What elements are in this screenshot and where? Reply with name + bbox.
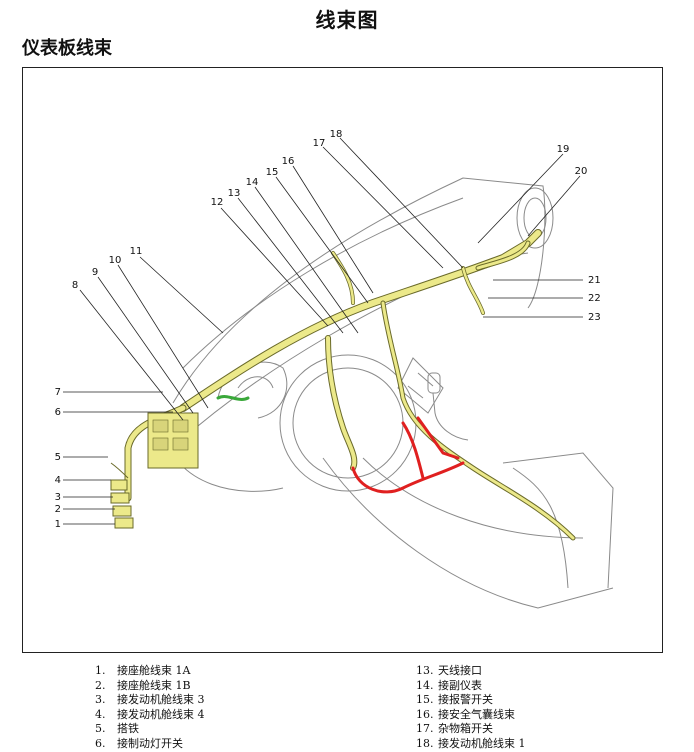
- legend-item: 4.接发动机舱线束 4: [95, 707, 205, 721]
- callout-16: 16: [282, 156, 295, 167]
- legend-item: 1.接座舱线束 1A: [95, 664, 191, 677]
- legend-left: 1.接座舱线束 1A 2.接座舱线束 1B 3.接发动机舱线束 3 4.接发动机…: [95, 664, 205, 752]
- harness-green: [216, 395, 250, 401]
- callout-1: 1: [55, 519, 61, 530]
- legend-item: 5.搭铁: [95, 722, 139, 736]
- legend-item: 6.接制动灯开关: [95, 736, 183, 750]
- callout-6: 6: [55, 407, 61, 418]
- callout-10: 10: [109, 255, 122, 266]
- harness-main: [124, 229, 576, 541]
- left-connectors: [110, 462, 134, 529]
- legend-item: 15.接报警开关: [416, 693, 493, 707]
- harness-diagram: 1 2 3 4 5 6 7 8 9 10 11 12 13 14 15 16 1…: [22, 67, 663, 653]
- leader-lines: [63, 137, 583, 525]
- callout-19: 19: [557, 144, 570, 155]
- dashboard-outline: [162, 177, 614, 609]
- callout-7: 7: [55, 387, 61, 398]
- callout-9: 9: [92, 267, 98, 278]
- legend-item: 18.接发动机舱线束 1: [416, 736, 526, 750]
- callout-14: 14: [246, 177, 259, 188]
- fuse-box: [147, 412, 199, 469]
- section-title: 仪表板线束: [22, 38, 112, 59]
- page-title: 线束图: [315, 8, 379, 32]
- callout-12: 12: [211, 197, 224, 208]
- callout-11: 11: [130, 246, 143, 257]
- legend-item: 13.天线接口: [416, 664, 482, 677]
- legend-right: 13.天线接口 14.接副仪表 15.接报警开关 16.接安全气囊线束 17.杂…: [416, 664, 526, 752]
- callout-3: 3: [55, 492, 61, 503]
- callout-15: 15: [266, 167, 279, 178]
- diagram-canvas: 1 2 3 4 5 6 7 8 9 10 11 12 13 14 15 16 1…: [55, 129, 614, 609]
- callout-18: 18: [330, 129, 343, 140]
- callout-2: 2: [55, 504, 61, 515]
- legend-item: 17.杂物箱开关: [416, 722, 493, 736]
- harness-airbag-red: [351, 416, 465, 494]
- legend-item: 2.接座舱线束 1B: [95, 678, 191, 692]
- callout-17: 17: [313, 138, 326, 149]
- callout-20: 20: [575, 166, 588, 177]
- callout-22: 22: [588, 293, 601, 304]
- legend-item: 16.接安全气囊线束: [416, 707, 515, 721]
- legend-item: 14.接副仪表: [416, 678, 482, 692]
- callout-21: 21: [588, 275, 601, 286]
- callout-8: 8: [72, 280, 78, 291]
- callout-23: 23: [588, 312, 601, 323]
- callout-13: 13: [228, 188, 241, 199]
- callout-labels: 1 2 3 4 5 6 7 8 9 10 11 12 13 14 15 16 1…: [55, 129, 601, 530]
- callout-5: 5: [55, 452, 61, 463]
- legend-item: 3.接发动机舱线束 3: [95, 693, 205, 707]
- callout-4: 4: [55, 475, 61, 486]
